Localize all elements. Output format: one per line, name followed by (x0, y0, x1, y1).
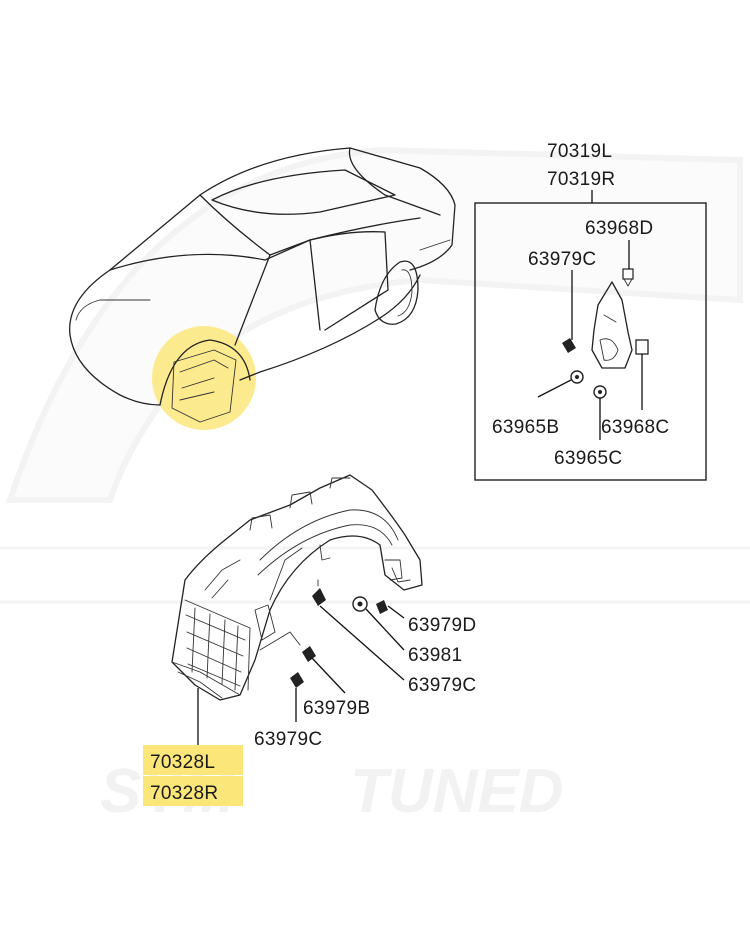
fastener-63968C (635, 339, 649, 410)
label-70319L: 70319L (547, 141, 612, 162)
label-63979D: 63979D (408, 615, 476, 636)
label-63965C: 63965C (554, 448, 622, 469)
fastener-63968D (622, 240, 634, 287)
fastener-63979C-bottom (290, 672, 304, 722)
label-63979B: 63979B (303, 698, 370, 719)
label-63968C: 63968C (601, 417, 669, 438)
label-63981: 63981 (408, 645, 462, 666)
inset-box (474, 202, 707, 481)
highlight-box-liner-r (143, 776, 243, 806)
label-63979C-right: 63979C (408, 675, 476, 696)
label-70319R: 70319R (547, 169, 615, 190)
label-63965B: 63965B (492, 417, 559, 438)
fastener-63981 (352, 596, 405, 651)
label-63968D: 63968D (585, 218, 653, 239)
fastener-63979C-inset (562, 270, 576, 353)
fastener-63979D (376, 600, 405, 619)
car-illustration (69, 147, 456, 423)
watermark-text-b: TUNED (350, 757, 564, 826)
highlight-circle (152, 326, 256, 430)
label-70328R: 70328R (150, 783, 218, 804)
fastener-63979B (302, 646, 346, 694)
fastener-63965B (537, 370, 584, 398)
label-70328L: 70328L (150, 752, 215, 773)
fastener-63965C (593, 385, 607, 440)
label-63979C-inset: 63979C (528, 249, 596, 270)
inner-fender-liner (171, 474, 423, 701)
fastener-63979C-right (312, 579, 405, 681)
highlight-box-liner-l (143, 745, 243, 775)
inset-mudguard-part (591, 281, 633, 369)
label-63979C-bottom: 63979C (254, 729, 322, 750)
watermark: SYM TUNED (0, 146, 750, 826)
